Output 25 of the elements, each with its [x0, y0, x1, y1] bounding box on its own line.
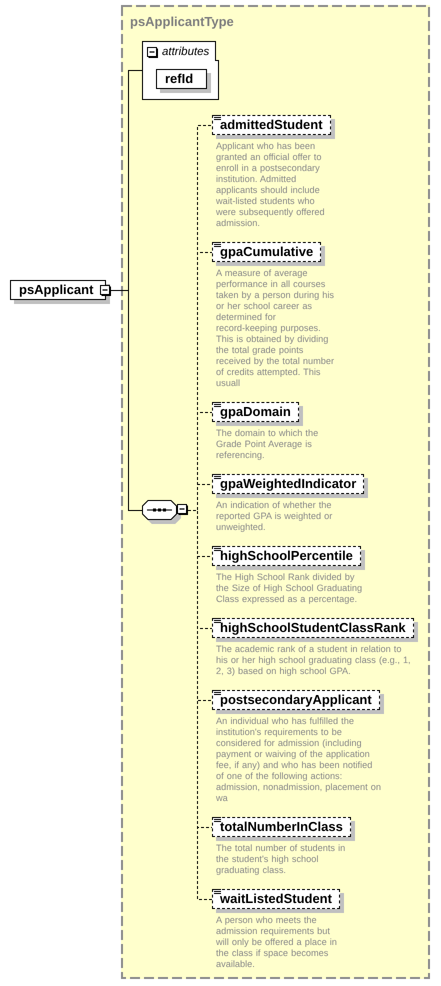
type-title: psApplicantType	[130, 14, 234, 29]
element-node	[10, 280, 111, 300]
element-description: Applicant who has been granted an official offer to enroll in a postsecondary institution. Admitted applicants should include wait-listed students who were subsequently offered admission.	[216, 141, 326, 229]
element-description: The total number of students in the student's high school graduating class.	[216, 843, 346, 876]
element-name: gpaCumulative	[220, 243, 314, 261]
element-description: The academic rank of a student in relation to his or her high school graduating class (e.g., 1, 2, 3) based on high school GPA.	[216, 644, 412, 677]
element-name: highSchoolStudentClassRank	[220, 619, 406, 637]
element-name: gpaWeightedIndicator	[220, 475, 356, 493]
complex-type-panel	[121, 5, 430, 979]
element-name: postsecondaryApplicant	[220, 691, 372, 709]
element-name: psApplicant	[19, 281, 94, 299]
element-name: waitListedStudent	[220, 890, 332, 908]
element-name: highSchoolPercentile	[220, 547, 353, 565]
attributes-group	[142, 41, 219, 100]
element-name: admittedStudent	[220, 116, 323, 134]
element-description: The domain to which the Grade Point Average is referencing.	[216, 428, 320, 461]
element-name: gpaDomain	[220, 403, 291, 421]
element-description: A measure of average performance in all courses taken by a person during his or her school career as determined for record-keeping purposes. This is obtained by dividing the total grade points received by the total number of credits attempted. This usuall	[216, 268, 336, 389]
element-description: A person who meets the admission requirements but will only be offered a place in the class if space becomes available.	[216, 915, 338, 970]
group-label: attributes	[162, 46, 210, 58]
element-description: An indication of whether the reported GPA is weighted or unweighted.	[216, 500, 334, 533]
connector-line	[188, 510, 212, 900]
element-description: An individual who has fulfilled the institution's requirements to be considered for admission (including payment or waiving of the application fee, if any) and who has been notified of one of the following actions: admission, nonadmission, placement on wa	[216, 716, 382, 804]
element-description: The High School Rank divided by the Size of High School Graduating Class expressed as a percentage.	[216, 572, 364, 605]
element-name: totalNumberInClass	[220, 818, 343, 836]
